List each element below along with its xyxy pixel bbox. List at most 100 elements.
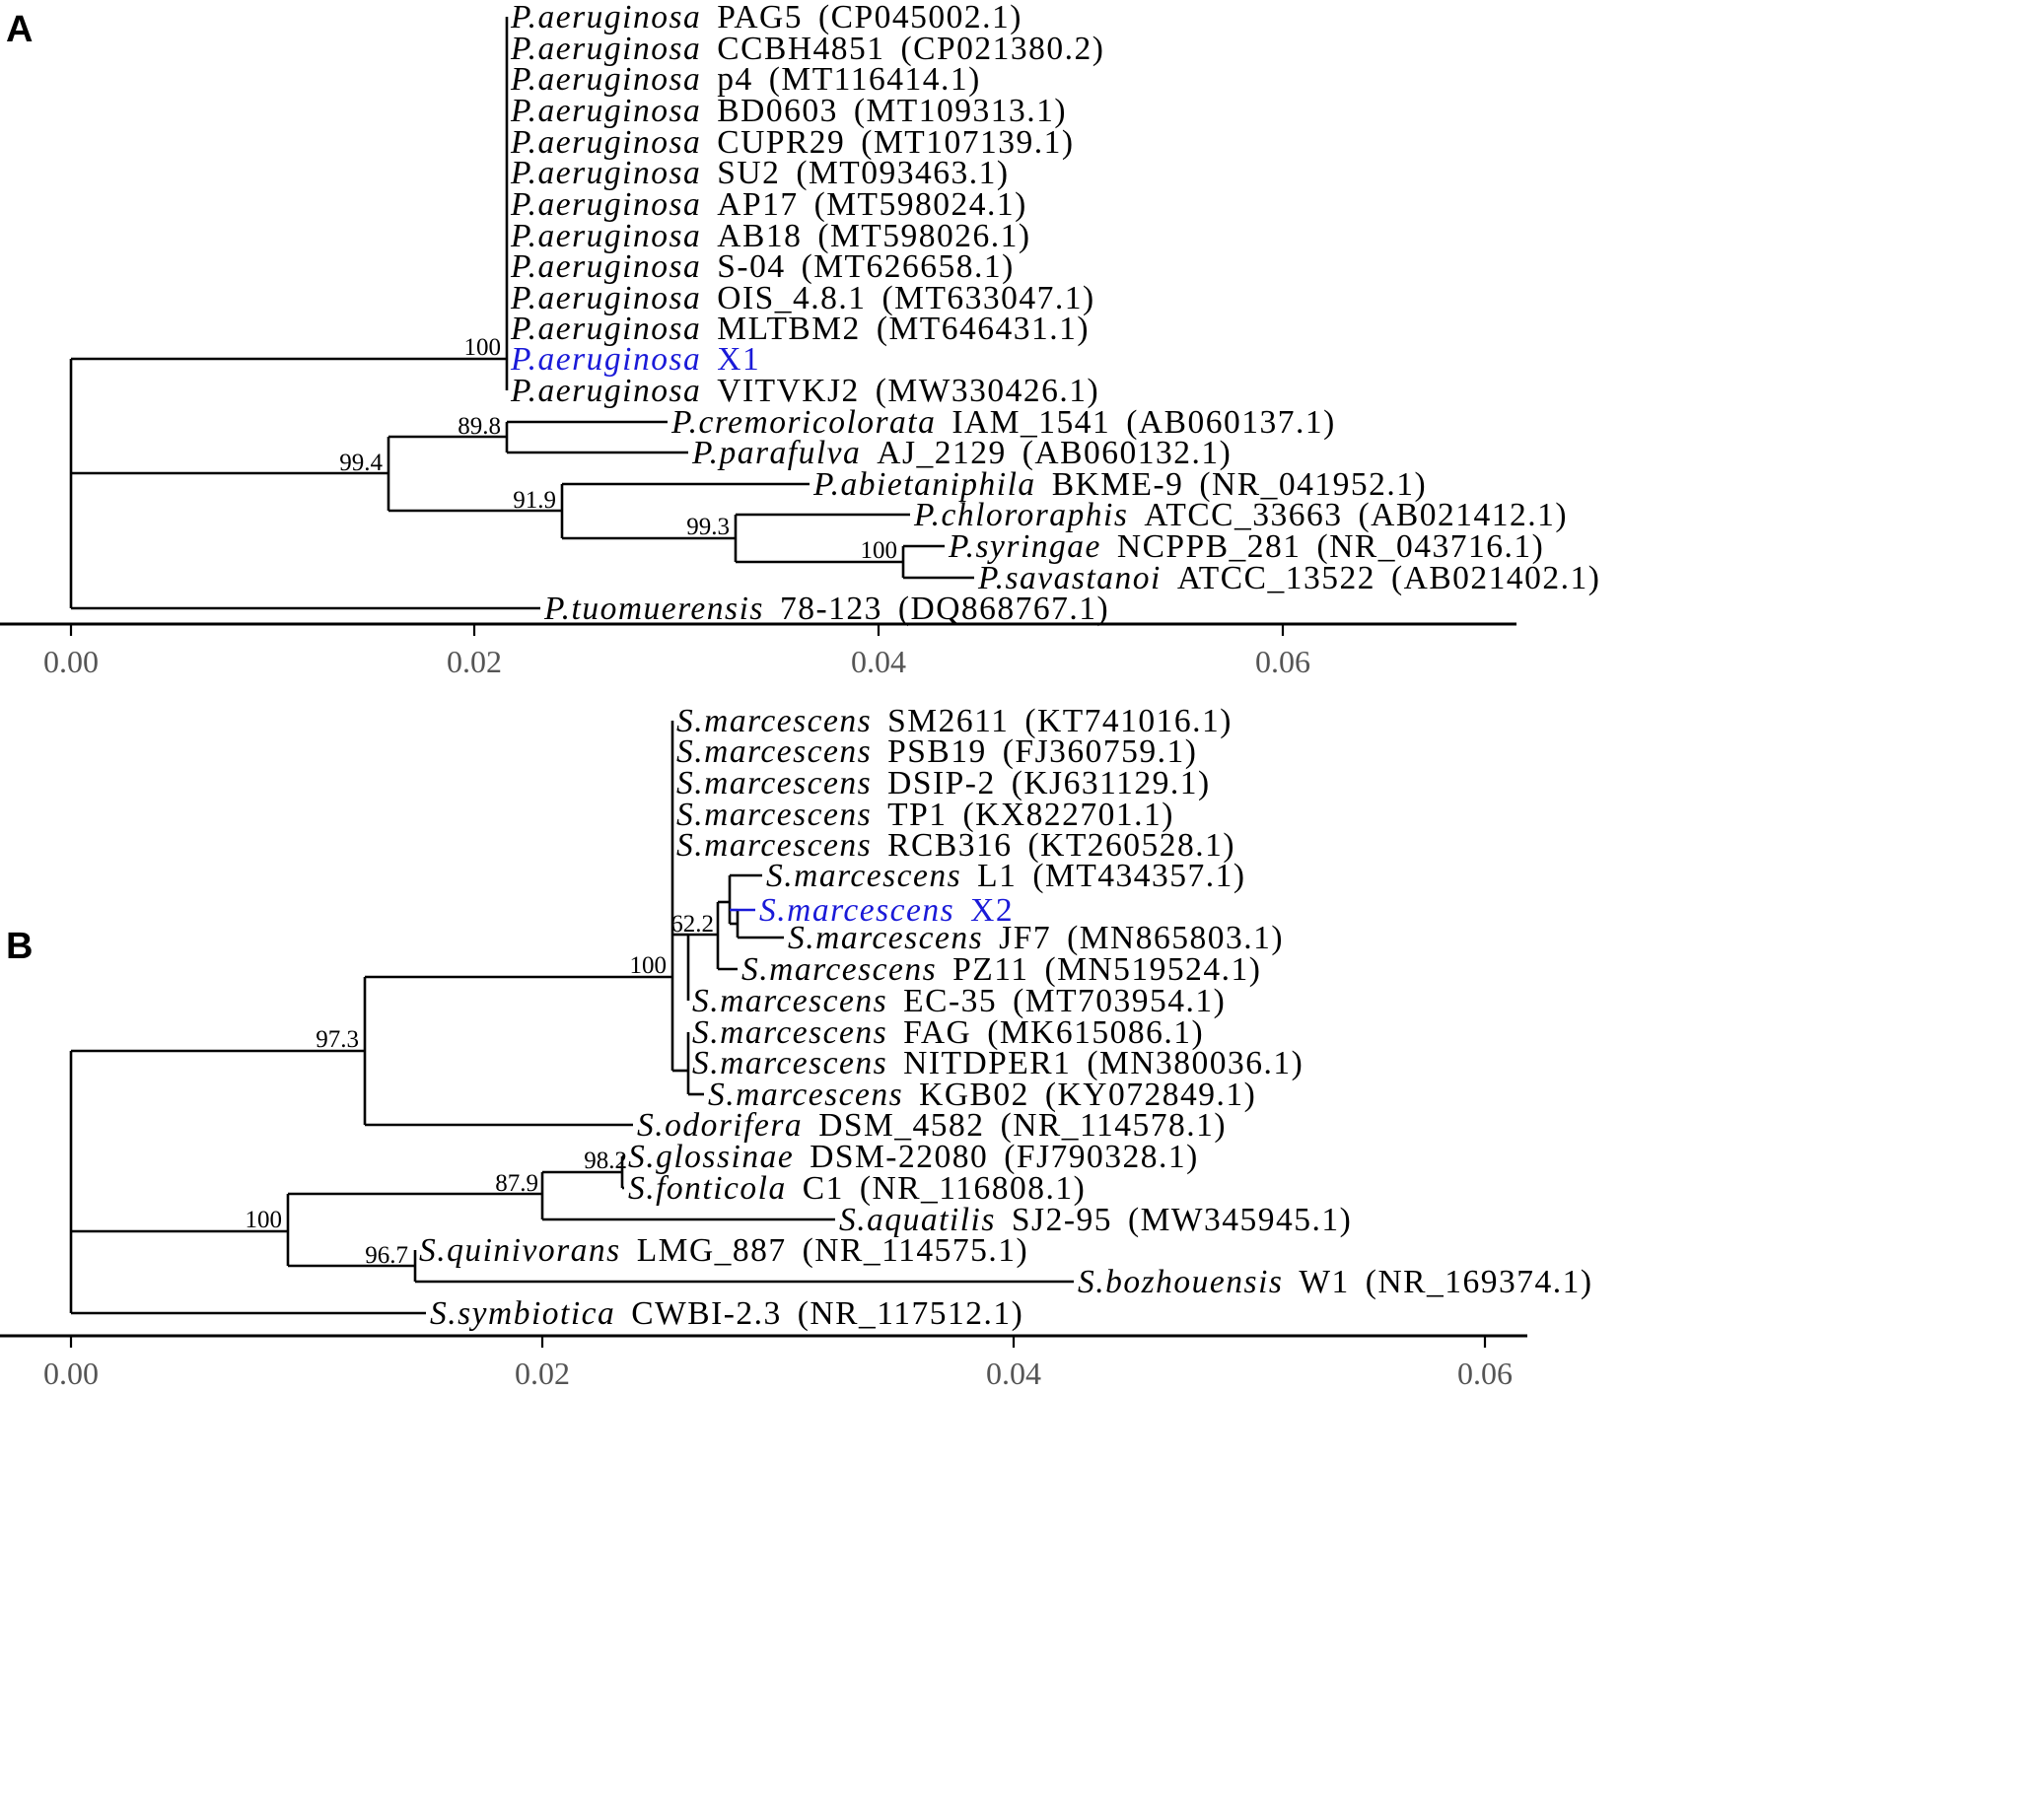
bootstrap-value: 96.7 <box>365 1242 408 1269</box>
axis-tick-label: 0.02 <box>447 644 502 679</box>
leaf-accession: (MT633047.1) <box>882 280 1095 316</box>
leaf-strain: PSB19 <box>887 733 987 770</box>
leaf-accession: (MT598026.1) <box>817 218 1030 254</box>
leaf-accession: (AB021412.1) <box>1359 497 1568 533</box>
leaf-strain: EC-35 <box>903 983 997 1019</box>
axis-tick-label: 0.06 <box>1255 644 1310 679</box>
leaf-strain: X2 <box>970 892 1014 929</box>
leaf-accession: (AB021402.1) <box>1391 560 1600 596</box>
leaf-species: S.marcescens <box>788 920 983 956</box>
bootstrap-value: 62.2 <box>670 911 714 938</box>
bootstrap-value: 99.3 <box>686 514 730 540</box>
leaf-accession: (MN865803.1) <box>1067 920 1284 956</box>
leaf-strain: ATCC_13522 <box>1177 560 1375 596</box>
leaf-species: S.symbiotica <box>430 1295 615 1332</box>
axis-tick-label: 0.04 <box>986 1356 1041 1391</box>
leaf-strain: OIS_4.8.1 <box>717 280 866 316</box>
leaf-species: S.marcescens <box>692 983 887 1019</box>
leaf-species: S.marcescens <box>676 765 872 801</box>
bootstrap-value: 99.4 <box>339 450 383 476</box>
leaf-species: P.tuomuerensis <box>543 591 764 627</box>
leaf-accession: (MT646431.1) <box>877 311 1090 347</box>
leaf-species: P.aeruginosa <box>510 93 701 129</box>
leaf-strain: DSM-22080 <box>810 1139 988 1175</box>
leaf-accession: (KY072849.1) <box>1045 1077 1256 1113</box>
leaf-strain: X1 <box>717 341 760 378</box>
panel-label-a: A <box>6 9 33 50</box>
leaf-species: S.marcescens <box>676 827 872 864</box>
leaf-species: P.aeruginosa <box>510 31 701 67</box>
leaf-strain: KGB02 <box>919 1077 1029 1113</box>
leaf-strain: JF7 <box>999 920 1051 956</box>
leaf-accession: (MT116414.1) <box>769 61 981 98</box>
leaf-label: P.aeruginosa OIS_4.8.1 (MT633047.1) <box>510 280 1095 316</box>
leaf-strain: MLTBM2 <box>717 311 861 347</box>
leaf-accession: (MT434357.1) <box>1032 858 1245 894</box>
leaf-accession: (MT703954.1) <box>1013 983 1226 1019</box>
leaf-species: P.abietaniphila <box>812 466 1036 503</box>
leaf-accession: (NR_116808.1) <box>860 1170 1086 1207</box>
leaf-label: S.marcescens PSB19 (FJ360759.1) <box>676 733 1197 770</box>
leaf-accession: (KJ631129.1) <box>1012 765 1211 801</box>
leaf-accession: (MT626658.1) <box>802 248 1015 285</box>
leaf-species: P.syringae <box>948 528 1101 565</box>
leaf-species: S.marcescens <box>676 733 872 770</box>
leaf-species: P.aeruginosa <box>510 373 701 409</box>
leaf-label: S.marcescens JF7 (MN865803.1) <box>788 920 1284 956</box>
leaf-species: S.marcescens <box>759 892 954 929</box>
leaf-strain: RCB316 <box>887 827 1012 864</box>
leaf-species: S.marcescens <box>676 703 872 739</box>
leaf-species: S.fonticola <box>628 1170 787 1207</box>
leaf-species: S.marcescens <box>692 1045 887 1081</box>
leaf-strain: CUPR29 <box>717 124 845 161</box>
leaf-strain: BKME-9 <box>1052 466 1184 503</box>
leaf-strain: DSIP-2 <box>887 765 996 801</box>
leaf-species: S.glossinae <box>628 1139 794 1175</box>
leaf-accession: (MT093463.1) <box>796 155 1009 191</box>
leaf-strain: VITVKJ2 <box>717 373 859 409</box>
leaf-accession: (NR_169374.1) <box>1366 1264 1593 1300</box>
bootstrap-value: 100 <box>630 952 668 979</box>
panel-label-b: B <box>6 926 33 967</box>
leaf-species: P.aeruginosa <box>510 186 701 223</box>
leaf-species: P.aeruginosa <box>510 61 701 98</box>
leaf-strain: AB18 <box>717 218 802 254</box>
axis-tick-label: 0.02 <box>515 1356 570 1391</box>
bootstrap-value: 100 <box>861 537 898 564</box>
leaf-strain: SJ2-95 <box>1012 1202 1112 1238</box>
bootstrap-value: 98.2 <box>584 1148 627 1174</box>
leaf-species: P.aeruginosa <box>510 280 701 316</box>
leaf-accession: (FJ360759.1) <box>1003 733 1198 770</box>
leaf-species: P.savastanoi <box>977 560 1162 596</box>
leaf-species: P.chlororaphis <box>913 497 1128 533</box>
leaf-species: S.marcescens <box>741 951 937 988</box>
axis-tick-label: 0.04 <box>851 644 906 679</box>
leaf-accession: (NR_043716.1) <box>1317 528 1545 565</box>
leaf-species: P.parafulva <box>691 435 861 471</box>
leaf-strain: LMG_887 <box>637 1232 787 1269</box>
leaf-accession: (CP045002.1) <box>818 0 1022 35</box>
